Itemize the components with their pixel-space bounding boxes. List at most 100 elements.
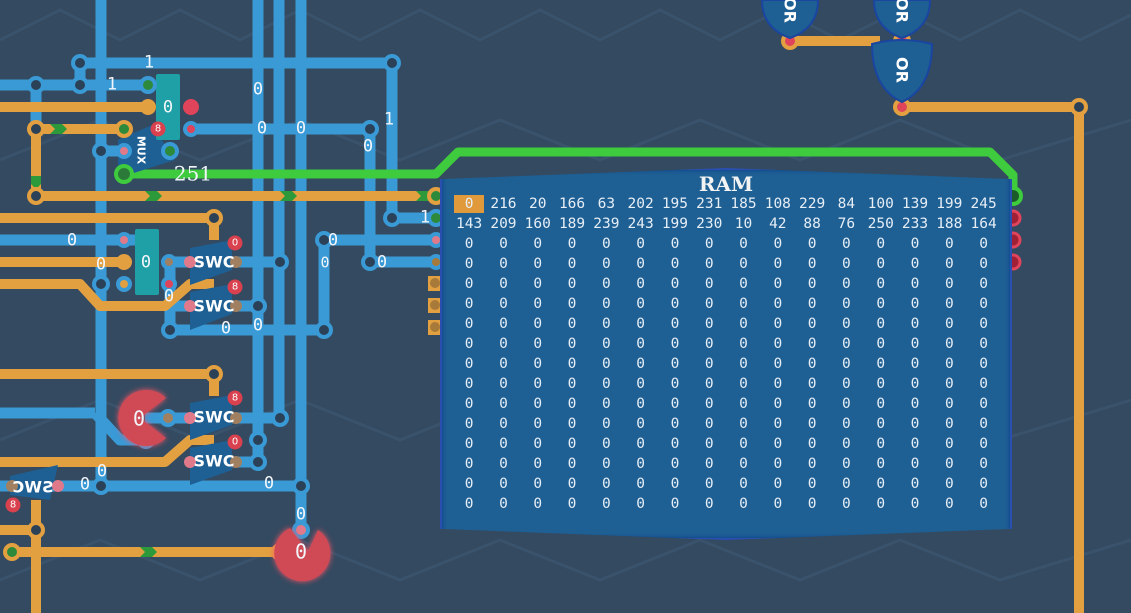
wire-label: 0 <box>362 136 374 157</box>
ram-cell: 250 <box>867 216 894 232</box>
ram-cell: 164 <box>970 216 997 232</box>
ram-cell: 0 <box>739 236 748 252</box>
ram-cell: 0 <box>601 296 611 312</box>
ram-cell: 233 <box>901 216 929 232</box>
wire-label: 0 <box>96 461 108 482</box>
swc-bodies[interactable] <box>10 240 232 500</box>
swc-3-label: SWC <box>193 407 235 427</box>
ram-cell: 199 <box>661 216 689 232</box>
ram-cell: 0 <box>944 456 954 472</box>
ram-cell: 0 <box>842 316 851 332</box>
ram-cell: 0 <box>739 356 748 372</box>
or-gates[interactable] <box>760 0 934 104</box>
ram-cell: 143 <box>456 216 483 232</box>
ram-cell: 0 <box>704 456 714 472</box>
ram-cell: 0 <box>601 376 611 392</box>
ram-cell: 189 <box>558 216 586 232</box>
ram-cell: 0 <box>533 396 543 412</box>
ram-cell: 0 <box>464 276 474 292</box>
wire-label: 0 <box>79 474 91 495</box>
wire-label: 1 <box>419 207 431 228</box>
bus-value-label: 251 <box>173 161 213 186</box>
ram-cell: 0 <box>670 496 680 512</box>
swc-5-badge: 8 <box>5 497 21 513</box>
ram-cell: 0 <box>739 436 748 452</box>
ram-cell: 0 <box>533 276 543 292</box>
ram-title: RAM <box>698 172 754 196</box>
mux-label: MUX <box>134 135 148 165</box>
ram-cell: 0 <box>944 436 954 452</box>
ram-cell: 0 <box>704 376 714 392</box>
ram-cell: 0 <box>739 416 748 432</box>
ram-cell: 0 <box>670 276 680 292</box>
display-left[interactable] <box>118 389 166 446</box>
ram-cell: 239 <box>593 216 620 232</box>
ram-cell: 0 <box>876 436 886 452</box>
ram-cell: 0 <box>944 256 954 272</box>
ram-cell: 0 <box>876 236 886 252</box>
ram-cell: 0 <box>842 356 851 372</box>
wire-label: 1 <box>383 109 395 130</box>
ram-cell: 0 <box>464 436 474 452</box>
ram-cell: 0 <box>636 476 645 492</box>
ram-cell: 0 <box>670 376 680 392</box>
ram-cell: 0 <box>979 456 988 472</box>
wire-label: 0 <box>252 315 264 336</box>
ram-cell: 245 <box>970 196 997 212</box>
wire-junctions[interactable] <box>27 54 401 495</box>
ram-cell: 0 <box>567 236 577 252</box>
ram-cell: 0 <box>601 476 611 492</box>
ram-cell: 0 <box>454 195 485 213</box>
ram-cell: 0 <box>876 336 886 352</box>
ram-cell: 0 <box>910 256 920 272</box>
ram-cell: 0 <box>739 256 748 272</box>
ram-cell: 0 <box>807 256 817 272</box>
ram-cell: 0 <box>670 396 680 412</box>
ram-cell: 0 <box>979 256 988 272</box>
ram-cell: 231 <box>696 196 723 212</box>
ram-cell: 84 <box>837 196 856 212</box>
mux-body[interactable] <box>118 125 175 178</box>
ram-cell: 0 <box>739 316 748 332</box>
ram-cell: 0 <box>636 436 645 452</box>
component-pins[interactable] <box>3 32 1023 561</box>
ram-cell: 0 <box>842 336 851 352</box>
ram-cell: 0 <box>910 436 920 452</box>
ram-cell: 0 <box>910 456 920 472</box>
ram-cell: 0 <box>979 296 988 312</box>
wire-label: 0 <box>252 79 264 100</box>
ram-cell: 0 <box>499 236 508 252</box>
ram-cell: 0 <box>807 496 817 512</box>
ram-cell: 0 <box>601 496 611 512</box>
ram-cell: 0 <box>464 316 474 332</box>
ram-cell: 0 <box>979 276 988 292</box>
swc-4-badge: 0 <box>227 434 243 450</box>
wire-label: 1 <box>143 52 155 73</box>
ram-cell: 0 <box>601 436 611 452</box>
ram-cell: 0 <box>636 296 645 312</box>
ram-cell: 0 <box>876 476 886 492</box>
ram-cell: 0 <box>601 356 611 372</box>
register-mid[interactable] <box>135 229 159 295</box>
ram-cell: 0 <box>773 496 783 512</box>
ram-cell: 0 <box>636 236 645 252</box>
ram-cell: 0 <box>670 416 680 432</box>
ram-cell: 0 <box>499 416 508 432</box>
or-gate-3-label: OR <box>892 57 912 83</box>
ram-cell: 0 <box>807 396 817 412</box>
swc-pins[interactable] <box>6 256 242 492</box>
ram-cell: 216 <box>490 196 517 212</box>
ram-cell: 0 <box>842 236 851 252</box>
register-top-value: 0 <box>162 97 174 118</box>
ram-cell: 0 <box>910 376 920 392</box>
ram-cell: 243 <box>627 216 654 232</box>
ram-cell: 0 <box>567 356 577 372</box>
orange-junctions[interactable] <box>27 98 1088 539</box>
ram-cell: 0 <box>944 236 954 252</box>
ram-cell: 0 <box>944 496 954 512</box>
ram-cell: 0 <box>567 456 577 472</box>
ram-cell: 0 <box>704 436 714 452</box>
display-bottom[interactable] <box>274 528 331 582</box>
